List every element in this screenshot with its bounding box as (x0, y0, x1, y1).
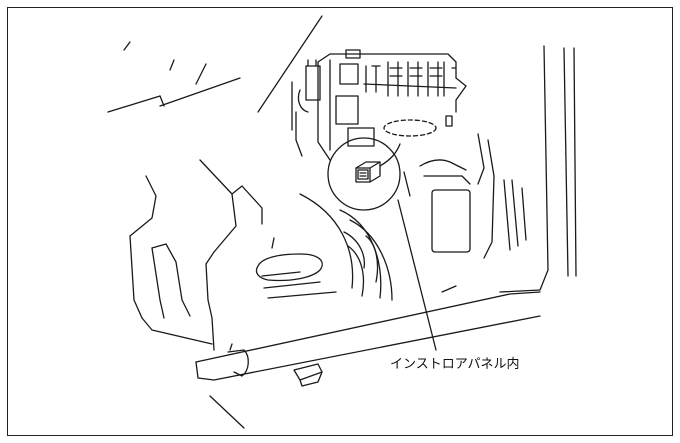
wire-harness-left (291, 59, 321, 157)
right-side-panel (403, 45, 577, 293)
fuse-box (317, 49, 467, 161)
center-column (299, 193, 393, 301)
callout-leader-line (397, 199, 437, 351)
callout-label: インストロアパネル内 (390, 357, 520, 372)
lower-panel (195, 237, 541, 429)
upper-left-strokes (107, 15, 323, 113)
connector-detail-circle (327, 137, 401, 211)
dashboard-left-structure (129, 159, 263, 351)
